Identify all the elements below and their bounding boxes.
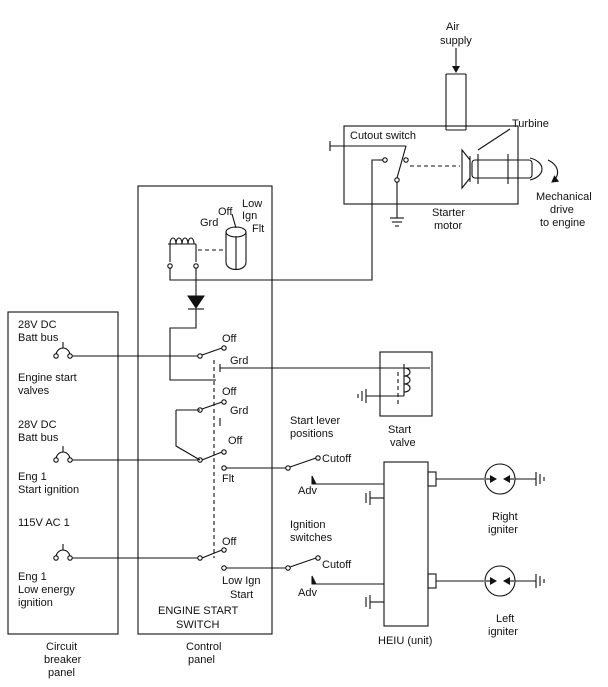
knob-grd-label: Grd: [200, 217, 218, 229]
right-igniter-label-1: Right: [492, 511, 518, 523]
cutoff-1-label: Cutoff: [322, 453, 352, 465]
starter-motor-housing: [343, 125, 519, 205]
left-igniter-label-1: Left: [496, 613, 514, 625]
knob-off-label: Off: [218, 206, 233, 218]
mechanical-drive-label-3: to engine: [540, 217, 585, 229]
starter-ground-icon: [390, 217, 404, 227]
start-lever-switch-1: [285, 455, 384, 485]
adv-1-label: Adv: [298, 485, 317, 497]
switch-contact-4: [197, 547, 286, 571]
hold-coil-icon: [167, 237, 226, 269]
bus2-label-1: 28V DC: [18, 419, 57, 431]
heiu-ground-1-icon: [365, 491, 384, 505]
start-valve-coil-icon: [366, 364, 411, 406]
left-igniter-label-2: igniter: [488, 626, 518, 638]
ignition-switches-label-2: switches: [290, 532, 333, 544]
cbp-label-3: panel: [48, 667, 75, 679]
heiu-ground-2-icon: [365, 595, 384, 609]
start-valve-label-2: valve: [390, 437, 416, 449]
right-igniter-label-2: igniter: [488, 524, 518, 536]
switch-off-1-label: Off: [222, 333, 237, 345]
eng1-si-label-1: Eng 1: [18, 471, 47, 483]
heiu-label: HEIU (unit): [378, 635, 432, 647]
adv-2-label: Adv: [298, 587, 317, 599]
bus1-label-1: 28V DC: [18, 319, 57, 331]
turbine-label: Turbine: [512, 118, 549, 130]
eng1-le-label-3: ignition: [18, 597, 53, 609]
switch-start-label: Start: [230, 589, 253, 601]
right-igniter-icon: [436, 463, 545, 495]
engine-start-switch-label-2: SWITCH: [176, 619, 219, 631]
diode-icon: [169, 295, 216, 381]
knob-flt-label: Flt: [252, 223, 264, 235]
knob-ign-label: Ign: [242, 210, 257, 222]
left-igniter-icon: [436, 565, 545, 597]
start-lever-label-1: Start lever: [290, 415, 340, 427]
start-valve-ground-icon: [357, 389, 367, 403]
eng1-si-label-2: Start ignition: [18, 484, 79, 496]
mechanical-drive-label-1: Mechanical: [536, 191, 592, 203]
start-lever-label-2: positions: [290, 428, 334, 440]
control-panel-box: [137, 185, 273, 635]
cbp-label-1: Circuit: [46, 641, 77, 653]
switch-off-4-label: Off: [222, 536, 237, 548]
starter-feed-wire: [169, 159, 383, 296]
cutout-switch-label: Cutout switch: [350, 130, 416, 142]
breaker-3-icon: [53, 544, 198, 561]
air-supply-label-2: supply: [440, 35, 472, 47]
eng1-le-label-1: Eng 1: [18, 571, 47, 583]
esv-label-2: valves: [18, 385, 50, 397]
bus2-label-2: Batt bus: [18, 432, 59, 444]
cutoff-2-label: Cutoff: [322, 559, 352, 571]
switch-contact-2: [175, 399, 227, 461]
switch-off-2-label: Off: [222, 386, 237, 398]
breaker-2-icon: [53, 446, 198, 463]
circuit-breaker-panel-box: [7, 311, 119, 635]
ignition-switches-label-1: Ignition: [290, 519, 325, 531]
switch-grd-2-label: Grd: [230, 405, 248, 417]
eng1-le-label-2: Low energy: [18, 584, 75, 596]
heiu-box: [383, 461, 429, 627]
ac-bus-label: 115V AC 1: [18, 517, 70, 529]
bus1-label-2: Batt bus: [18, 332, 59, 344]
air-supply-label-1: Air: [446, 21, 460, 33]
control-panel-label-1: Control: [186, 641, 221, 653]
switch-grd-1-label: Grd: [230, 355, 248, 367]
breaker-1-icon: [53, 342, 198, 359]
starter-motor-label-2: motor: [434, 220, 462, 232]
switch-contact-3: [197, 449, 286, 471]
esv-label-1: Engine start: [18, 372, 77, 384]
start-valve-box: [379, 351, 433, 417]
turbine-icon: [461, 148, 543, 190]
cutout-switch-icon: [329, 141, 460, 218]
switch-contact-1: [197, 345, 430, 372]
mechanical-drive-label-2: drive: [550, 204, 574, 216]
control-panel-label-2: panel: [188, 654, 215, 666]
ignition-switch-2: [285, 555, 384, 585]
air-supply-duct: [445, 48, 467, 131]
rotation-arrow-icon: [547, 159, 560, 183]
start-valve-label-1: Start: [388, 424, 411, 436]
starter-motor-label-1: Starter: [432, 207, 465, 219]
selector-knob-icon: [225, 213, 247, 271]
switch-flt-label: Flt: [222, 473, 234, 485]
switch-lowign-label: Low Ign: [222, 575, 261, 587]
switch-off-3-label: Off: [228, 435, 243, 447]
knob-low-label: Low: [242, 198, 262, 210]
engine-start-switch-label-1: ENGINE START: [158, 605, 239, 617]
cbp-label-2: breaker: [44, 654, 82, 666]
